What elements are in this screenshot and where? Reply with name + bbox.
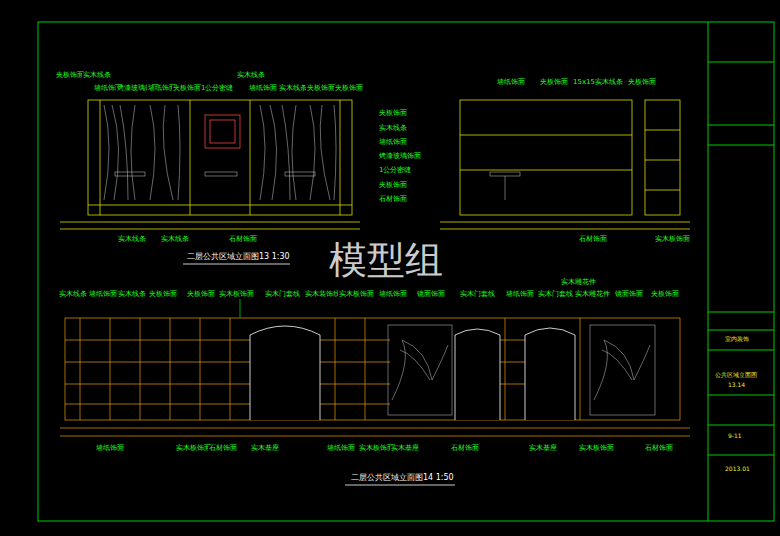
callout-label: 实木线条 (117, 236, 147, 244)
callout-label: 墙纸饰面 (505, 291, 535, 299)
callout-label: 实木门套线 (459, 291, 496, 299)
watermark: 模型组 (328, 240, 444, 282)
callout-label: 石材饰面 (644, 445, 674, 453)
callout-label: 实木门套线 (264, 291, 301, 299)
callout-label: 实木线条 (160, 236, 190, 244)
callout-label: 实木基座 (528, 445, 558, 453)
callout-label: 夹板饰面 (148, 291, 178, 299)
callout-label: 1公分密缝 (200, 85, 234, 93)
callout-label: 墙纸饰面 (95, 445, 125, 453)
callout-label: 夹板饰面 (378, 110, 408, 118)
callout-label: 墙纸饰面 (248, 85, 278, 93)
callout-label: 实木装饰线 (304, 291, 341, 299)
callout-label: 实木雕花件 (574, 291, 611, 299)
callout-label: 石材饰面 (378, 196, 408, 204)
callout-label: 石材饰面 (208, 445, 238, 453)
callout-label: 公共区域立面图 (714, 372, 758, 379)
callout-label: 实木板饰面 (175, 445, 212, 453)
callout-label: 2013.01 (724, 466, 751, 473)
callout-label: 实木线条 (278, 85, 308, 93)
callout-label: 镜面饰面 (416, 291, 446, 299)
callout-label: 夹板饰面 (378, 182, 408, 190)
callout-label: 夹板饰面 (334, 85, 364, 93)
callout-label: 9-11 (727, 433, 743, 440)
callout-label: 二层公共区域立面图14 1:50 (350, 474, 455, 483)
callout-label: 石材饰面 (450, 445, 480, 453)
callout-label: 夹板饰面 (55, 72, 85, 80)
callout-label: 墙纸饰面 (378, 291, 408, 299)
callout-label: 墙纸饰面 (88, 291, 118, 299)
callout-label: 实木板饰面 (218, 291, 255, 299)
callout-label: 实木线条 (82, 72, 112, 80)
callout-label: 13.14 (727, 382, 746, 389)
callout-label: 镜面饰面 (614, 291, 644, 299)
callout-label: 实木板饰面 (654, 236, 691, 244)
callout-label: 15x15实木线条 (572, 79, 624, 87)
callout-label: 墙纸饰面 (496, 79, 526, 87)
callout-label: 石材饰面 (228, 236, 258, 244)
callout-label: 室内装饰 (724, 336, 750, 343)
callout-label: 烤漆玻璃饰面 (378, 153, 422, 161)
callout-label: 实木基座 (390, 445, 420, 453)
callout-label: 实木门套线 (537, 291, 574, 299)
callout-label: 实木板饰面 (338, 291, 375, 299)
callout-label: 夹板饰面 (186, 291, 216, 299)
callout-label: 实木线条 (58, 291, 88, 299)
callout-label: 实木线条 (378, 125, 408, 133)
callout-label: 实木基座 (250, 445, 280, 453)
callout-label: 二层公共区域立面图13 1:30 (186, 253, 291, 262)
callout-label: 夹板饰面 (539, 79, 569, 87)
callout-label: 实木线条 (117, 291, 147, 299)
callout-label: 夹板饰面 (306, 85, 336, 93)
callout-label: 实木雕花件 (560, 279, 597, 287)
callout-label: 夹板饰面 (650, 291, 680, 299)
callout-label: 实木板饰面 (578, 445, 615, 453)
callout-label: 夹板饰面 (172, 85, 202, 93)
callout-label: 夹板饰面 (627, 79, 657, 87)
callout-label: 墙纸饰面 (378, 139, 408, 147)
callout-label: 1公分密缝 (378, 167, 412, 175)
callout-label: 石材饰面 (578, 236, 608, 244)
callout-label: 实木线条 (236, 72, 266, 80)
callout-label: 墙纸饰面 (326, 445, 356, 453)
